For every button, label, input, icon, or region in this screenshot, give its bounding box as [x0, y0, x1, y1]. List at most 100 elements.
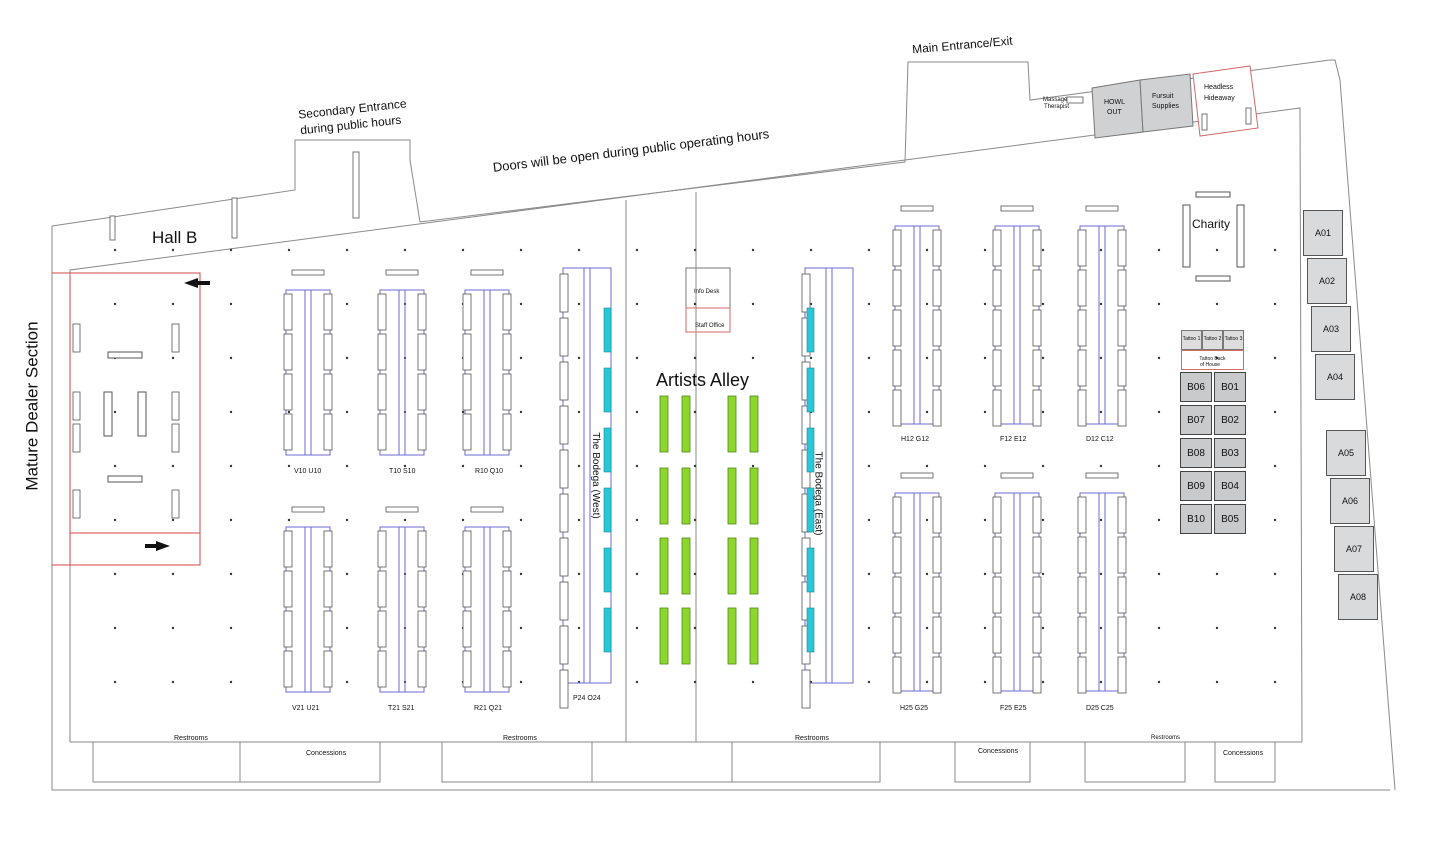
grid-dot [983, 464, 987, 468]
table [892, 349, 902, 387]
artist-alley-table [659, 467, 669, 525]
grid-dot [1099, 626, 1103, 630]
grid-dot [693, 572, 697, 576]
end-table [1000, 472, 1034, 479]
row-label: F25 E25 [1000, 705, 1027, 712]
grid-dot [635, 518, 639, 522]
grid-dot [229, 518, 233, 522]
grid-dot [867, 572, 871, 576]
bodega-teal-table [806, 547, 815, 593]
mature-booth [107, 351, 143, 359]
table [559, 537, 569, 577]
massage-therapist-label-2: Therapist [1044, 104, 1070, 110]
grid-dot [693, 518, 697, 522]
grid-dot [867, 464, 871, 468]
a-booth: A06 [1330, 478, 1370, 524]
grid-dot [983, 302, 987, 306]
artist-alley-table [659, 607, 669, 665]
grid-dot [519, 464, 523, 468]
mature-booth [107, 475, 143, 483]
grid-dot [635, 572, 639, 576]
grid-dot [577, 356, 581, 360]
grid-dot [751, 464, 755, 468]
table [1117, 309, 1127, 347]
grid-dot [1099, 356, 1103, 360]
table [932, 656, 942, 694]
grid-dot [809, 356, 813, 360]
fursuit-supplies-label: Fursuit [1152, 93, 1174, 100]
end-table [385, 506, 419, 513]
table-row-outline [994, 225, 1040, 425]
tattoo-back-of-house: Tattoo Back [1181, 350, 1244, 370]
grid-dot [577, 518, 581, 522]
grid-dot [519, 572, 523, 576]
table [502, 530, 512, 568]
grid-dot [519, 302, 523, 306]
table [377, 610, 387, 648]
staff-office-label: Staff Office [695, 323, 725, 329]
table [992, 269, 1002, 307]
a-booth: A02 [1307, 258, 1347, 304]
table [1077, 496, 1087, 534]
grid-dot [171, 356, 175, 360]
table-row-outline [994, 492, 1040, 692]
grid-dot [1273, 464, 1277, 468]
grid-dot [1157, 464, 1161, 468]
grid-dot [113, 302, 117, 306]
table [559, 669, 569, 709]
grid-dot [519, 518, 523, 522]
table [462, 530, 472, 568]
row-label: R21 Q21 [474, 705, 503, 712]
table [377, 570, 387, 608]
table-row-outline [1079, 225, 1125, 425]
grid-dot [925, 248, 929, 252]
grid-dot [229, 572, 233, 576]
table [377, 413, 387, 451]
grid-dot [635, 356, 639, 360]
row-label: R10 Q10 [475, 468, 504, 475]
a-booth: A07 [1334, 526, 1374, 572]
charity-table [1236, 204, 1245, 268]
mature-booth [171, 391, 180, 421]
grid-dot [925, 356, 929, 360]
grid-dot [925, 572, 929, 576]
grid-dot [287, 518, 291, 522]
headless-hideaway-label: Headless [1204, 84, 1234, 91]
grid-dot [1215, 356, 1219, 360]
table [377, 530, 387, 568]
table [462, 610, 472, 648]
grid-dot [345, 248, 349, 252]
table [992, 389, 1002, 427]
grid-dot [1099, 572, 1103, 576]
grid-dot [1041, 626, 1045, 630]
b-booth: B10 [1180, 504, 1212, 534]
artist-alley-table [681, 607, 691, 665]
table [559, 273, 569, 313]
grid-dot [1041, 248, 1045, 252]
row-label: V21 U21 [292, 705, 320, 712]
table [1032, 229, 1042, 267]
table [801, 669, 811, 709]
table [1032, 309, 1042, 347]
a-booth: A05 [1326, 430, 1366, 476]
table [323, 333, 333, 371]
table [417, 530, 427, 568]
grid-dot [113, 248, 117, 252]
tattoo-booth: Tattoo 1 [1181, 330, 1202, 350]
table [462, 333, 472, 371]
table [801, 405, 811, 445]
grid-dot [171, 302, 175, 306]
table [1117, 656, 1127, 694]
table [462, 413, 472, 451]
grid-dot [1273, 356, 1277, 360]
grid-dot [229, 410, 233, 414]
row-label: D12 C12 [1086, 436, 1114, 443]
grid-dot [1273, 518, 1277, 522]
table [1117, 389, 1127, 427]
grid-dot [1041, 464, 1045, 468]
tattoo-back-label-2: of House [1200, 362, 1221, 368]
b-booth: B07 [1180, 405, 1212, 435]
table [1077, 269, 1087, 307]
table [1117, 496, 1127, 534]
table [1117, 229, 1127, 267]
